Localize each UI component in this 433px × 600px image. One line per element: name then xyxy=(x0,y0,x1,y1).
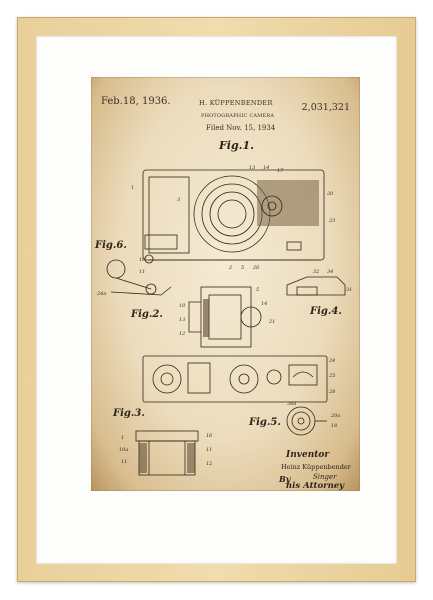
fig3-lens-mount: 1 10a 11 16 11 12 xyxy=(119,430,213,476)
fig6-label: Fig.6. xyxy=(95,240,127,251)
svg-text:21: 21 xyxy=(268,319,275,325)
inventor-label: Inventor xyxy=(286,450,330,460)
fig3-label: Fig.3. xyxy=(113,408,145,419)
svg-text:10: 10 xyxy=(139,257,146,263)
fig4-label: Fig.4. xyxy=(310,306,342,317)
patent-print: Feb.18, 1936. H. KÜPPENBENDER PHOTOGRAPH… xyxy=(91,77,360,491)
fig1-label: Fig.1. xyxy=(219,139,254,152)
svg-text:31: 31 xyxy=(346,287,352,293)
svg-text:18: 18 xyxy=(331,423,337,429)
fig2-top-view: 24 25 28 xyxy=(142,355,335,403)
fig4-detail: 32 34 31 xyxy=(286,269,352,296)
svg-text:12: 12 xyxy=(179,331,185,337)
by-label: By xyxy=(279,474,291,484)
patent-date: Feb.18, 1936. xyxy=(101,96,171,107)
svg-text:12: 12 xyxy=(206,461,212,467)
svg-text:34: 34 xyxy=(327,269,333,275)
svg-text:11: 11 xyxy=(206,447,212,453)
svg-text:32: 32 xyxy=(313,269,319,275)
svg-text:14: 14 xyxy=(263,165,269,171)
svg-text:38a: 38a xyxy=(287,401,296,407)
attorney-signature: Singer xyxy=(313,473,337,481)
svg-text:20a: 20a xyxy=(330,413,340,419)
fig6-linkage: 24a 10 11 xyxy=(96,254,172,297)
svg-text:24: 24 xyxy=(328,358,335,364)
svg-text:13: 13 xyxy=(249,165,255,171)
inventor-fullname: Heinz Küppenbender xyxy=(281,463,351,471)
svg-text:24a: 24a xyxy=(96,291,106,297)
filed-date: Filed Nov. 15, 1934 xyxy=(206,124,276,132)
inventor-heading: H. KÜPPENBENDER xyxy=(199,99,273,107)
patent-title: PHOTOGRAPHIC CAMERA xyxy=(201,113,275,119)
svg-text:16: 16 xyxy=(206,433,213,439)
fig2-label: Fig.2. xyxy=(131,309,163,320)
svg-text:10: 10 xyxy=(179,303,186,309)
svg-text:1: 1 xyxy=(131,185,134,191)
svg-text:17: 17 xyxy=(277,168,284,174)
svg-text:5: 5 xyxy=(241,265,244,271)
fig2-lens-section: 10 13 12 5 14 21 xyxy=(179,286,275,348)
svg-text:3: 3 xyxy=(177,197,180,203)
attorney-label: his Attorney xyxy=(286,481,345,491)
svg-text:25: 25 xyxy=(328,373,335,379)
svg-text:10a: 10a xyxy=(119,447,128,453)
fig5-label: Fig.5. xyxy=(249,417,281,428)
svg-text:14: 14 xyxy=(261,301,267,307)
svg-text:28: 28 xyxy=(328,389,335,395)
svg-text:11: 11 xyxy=(139,269,145,275)
svg-text:5: 5 xyxy=(256,287,259,293)
svg-text:20: 20 xyxy=(326,191,334,197)
svg-text:11: 11 xyxy=(121,459,127,465)
svg-text:13: 13 xyxy=(179,317,185,323)
svg-text:1: 1 xyxy=(121,435,124,441)
svg-text:2: 2 xyxy=(228,265,232,271)
svg-text:23: 23 xyxy=(328,218,335,224)
patent-number: 2,031,321 xyxy=(301,102,350,113)
svg-text:26: 26 xyxy=(252,265,260,271)
fig5-dial: 38a 20a 18 xyxy=(286,401,340,436)
